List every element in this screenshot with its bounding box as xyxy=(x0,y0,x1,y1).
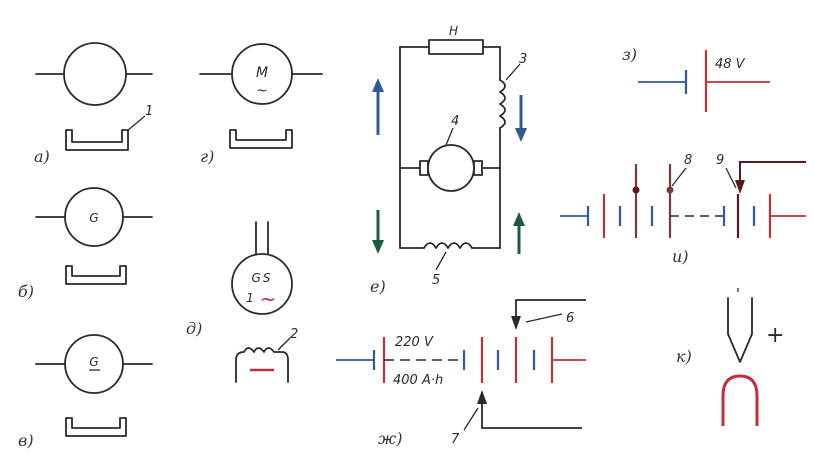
panel-i-slider-wire xyxy=(739,161,806,184)
panel-e-arrow-up-left xyxy=(372,78,384,135)
panel-a-base-bracket xyxy=(65,129,129,151)
panel-e-arrow-up-right xyxy=(513,212,525,254)
panel-e-coil-callout: 3 xyxy=(519,52,527,67)
panel-i-callout-9-leader xyxy=(725,167,737,189)
panel-zh-callout-6-leader xyxy=(525,313,563,323)
panel-z: 48 V з) xyxy=(622,45,770,112)
panel-b-symbol: G xyxy=(89,211,98,225)
panel-v-label: в) xyxy=(18,431,34,450)
panel-zh-label: ж) xyxy=(378,429,402,448)
panel-zh-bottom-tap-wire xyxy=(481,402,582,429)
panel-k-positive-electrode xyxy=(727,297,753,363)
panel-z-label: з) xyxy=(622,45,637,64)
panel-i-callout-9: 9 xyxy=(716,153,724,168)
panel-k: + к) xyxy=(676,288,784,426)
panel-zh-callout-7: 7 xyxy=(451,432,460,447)
panel-i-tap-dot-2 xyxy=(666,186,674,194)
panel-i-callout-8-leader xyxy=(671,167,687,187)
panel-zh-top-tap-wire xyxy=(515,299,586,318)
panel-d-exciter-winding xyxy=(235,347,289,383)
panel-g-symbol: M xyxy=(256,65,268,81)
panel-z-voltage: 48 V xyxy=(715,57,746,72)
panel-g-label: г) xyxy=(200,147,214,166)
panel-i-callout-8: 8 xyxy=(684,153,692,168)
panel-d-ac-wave: ~ xyxy=(260,287,277,311)
panel-k-plus-sign: + xyxy=(766,323,784,348)
panel-k-negative-electrode xyxy=(721,374,759,426)
panel-zh: 220 V 400 A·h 6 7 ж) xyxy=(336,299,586,448)
panel-e-arrow-down-right xyxy=(515,95,527,142)
panel-e: H 3 4 5 xyxy=(370,24,527,296)
panel-b-base-bracket xyxy=(65,265,127,285)
panel-a-callout-leader xyxy=(126,115,146,132)
panel-a-callout: 1 xyxy=(145,104,153,119)
panel-e-motor-callout: 4 xyxy=(451,114,459,129)
panel-b-label: б) xyxy=(18,282,34,301)
panel-v-symbol: G xyxy=(89,355,98,369)
panel-i-slider-arrowhead xyxy=(735,180,745,194)
panel-d-phase-count: 1 xyxy=(246,291,254,305)
panel-e-label: е) xyxy=(370,277,386,296)
panel-zh-capacity: 400 A·h xyxy=(393,373,443,388)
panel-zh-callout-6: 6 xyxy=(566,311,574,326)
panel-e-coil-leader xyxy=(505,63,521,81)
panel-e-series-coil xyxy=(499,79,506,129)
panel-a-label: а) xyxy=(34,147,50,166)
panel-zh-callout-7-leader xyxy=(463,407,479,431)
panel-a-machine-circle xyxy=(63,42,127,106)
panel-d-symbol-line1: GS xyxy=(252,271,273,285)
panel-e-arrow-down-left xyxy=(372,210,384,254)
panel-e-shunt-leader xyxy=(435,251,447,271)
panel-e-shunt-coil xyxy=(423,242,473,249)
panel-k-label: к) xyxy=(676,347,692,366)
panel-v-base-bracket xyxy=(65,417,127,437)
panel-e-resistor-label: H xyxy=(449,24,458,38)
panel-zh-top-tap-arrowhead xyxy=(511,316,521,330)
panel-zh-bottom-tap-arrowhead xyxy=(477,390,487,404)
panel-v: G в) xyxy=(18,334,153,450)
panel-d-callout-leader xyxy=(277,337,291,351)
panel-d-label: д) xyxy=(186,319,202,338)
panel-g: M ~ г) xyxy=(199,43,323,166)
panel-d-synchronous-generator-circle xyxy=(231,253,293,315)
panel-e-motor-armature xyxy=(427,144,475,192)
panel-g-ac-wave: ~ xyxy=(256,83,268,99)
panel-i: 8 9 и) xyxy=(560,153,806,266)
panel-e-brush-right xyxy=(473,160,483,176)
panel-e-shunt-callout: 5 xyxy=(432,273,440,288)
panel-d: GS 1 ~ 2 д) xyxy=(186,221,298,383)
panel-b: G б) xyxy=(18,187,153,301)
panel-i-label: и) xyxy=(672,247,689,266)
panel-e-motor-leader xyxy=(445,127,454,146)
panel-zh-voltage: 220 V xyxy=(395,335,434,350)
panel-e-resistor xyxy=(428,39,484,55)
panel-e-brush-left xyxy=(419,160,429,176)
panel-a: 1 а) xyxy=(34,42,153,166)
panel-i-tap-dot-1 xyxy=(632,186,640,194)
panel-d-callout: 2 xyxy=(290,327,298,342)
panel-g-base-bracket xyxy=(229,129,293,149)
